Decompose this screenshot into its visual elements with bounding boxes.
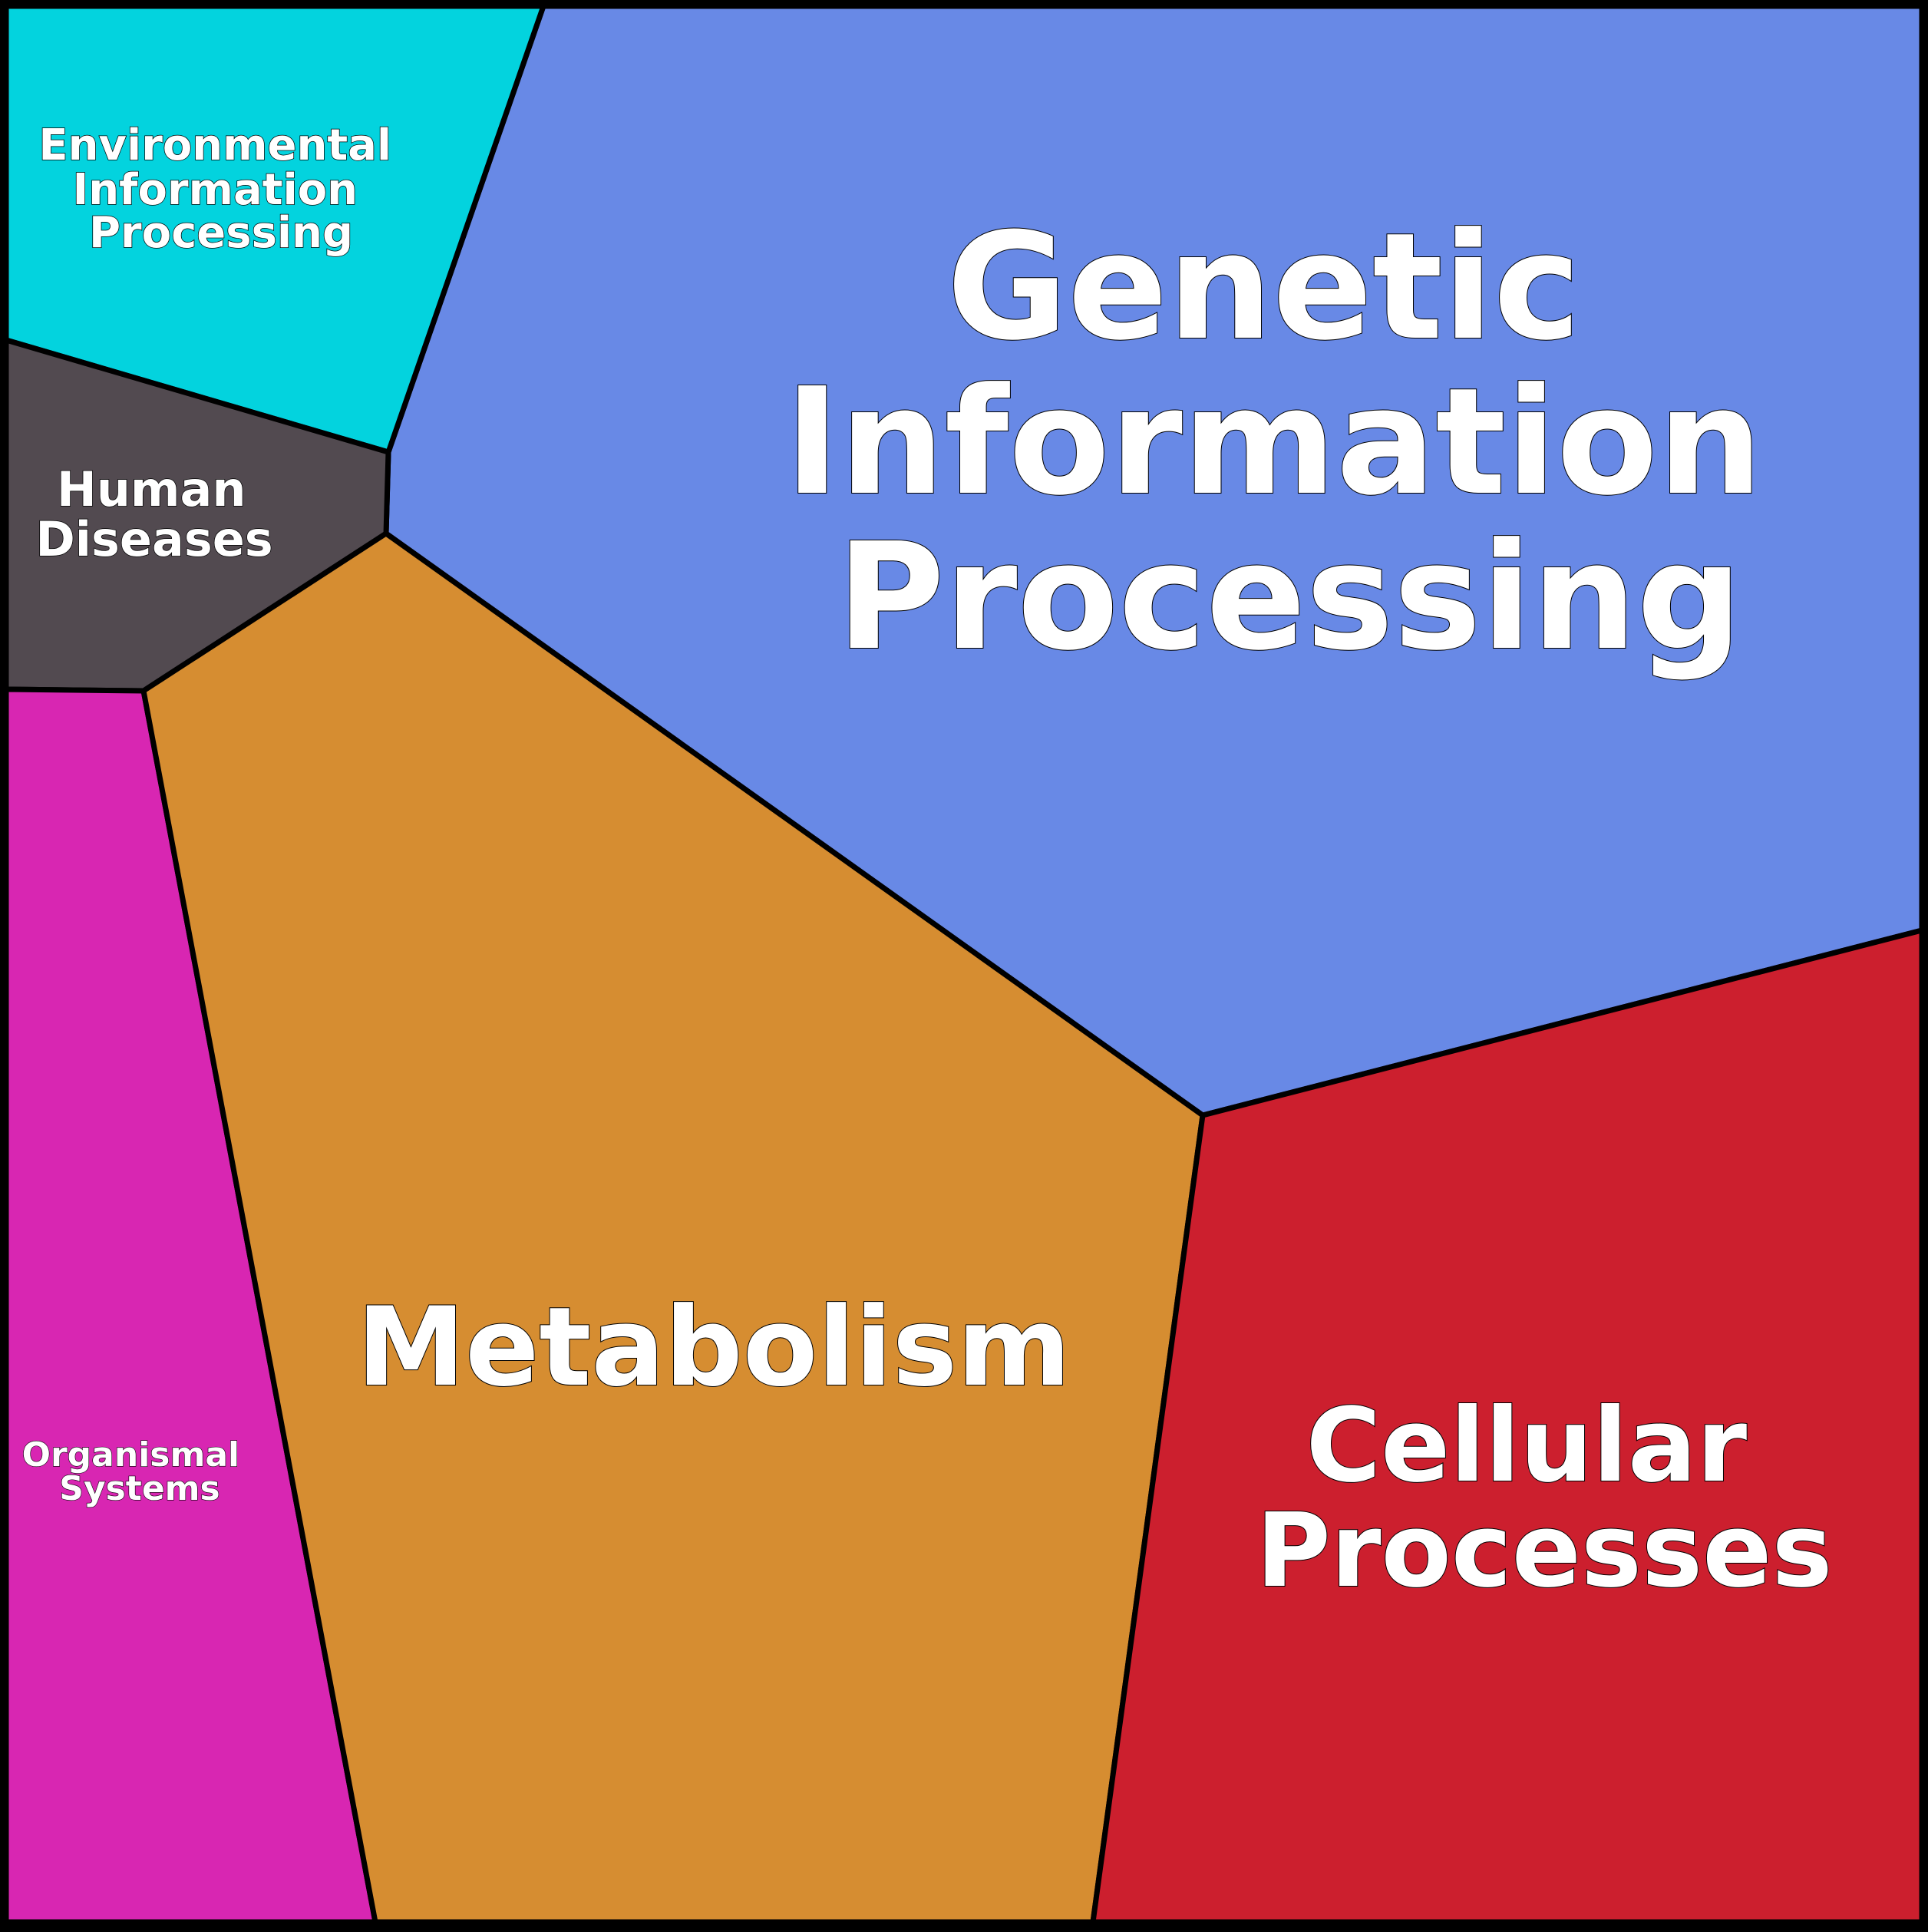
label-organismal-systems: Organismal Systems [22,1435,252,1508]
label-line: Information [72,165,358,215]
label-genetic-information-processing: Genetic Information Processing [785,202,1814,683]
label-cellular-processes: Cellular Processes [1256,1387,1832,1610]
label-line: Processing [89,208,353,258]
label-metabolism: Metabolism [357,1284,1071,1411]
label-line: Processes [1256,1492,1832,1610]
label-line: Information [785,357,1763,528]
label-line: Diseases [35,511,272,567]
label-line: Environmental [38,121,391,170]
label-line: Metabolism [357,1284,1071,1411]
label-human-diseases: Human Diseases [35,461,272,567]
label-line: Processing [837,512,1742,683]
region-cellular-processes[interactable] [1090,927,1925,1925]
label-line: Human [57,461,246,517]
label-line: Genetic [947,202,1581,373]
label-line: Systems [59,1469,220,1508]
label-line: Cellular [1306,1387,1748,1505]
label-environmental-information-processing: Environmental Information Processing [38,121,406,258]
label-line: Organismal [22,1435,240,1475]
region-metabolism[interactable] [140,530,1206,1925]
